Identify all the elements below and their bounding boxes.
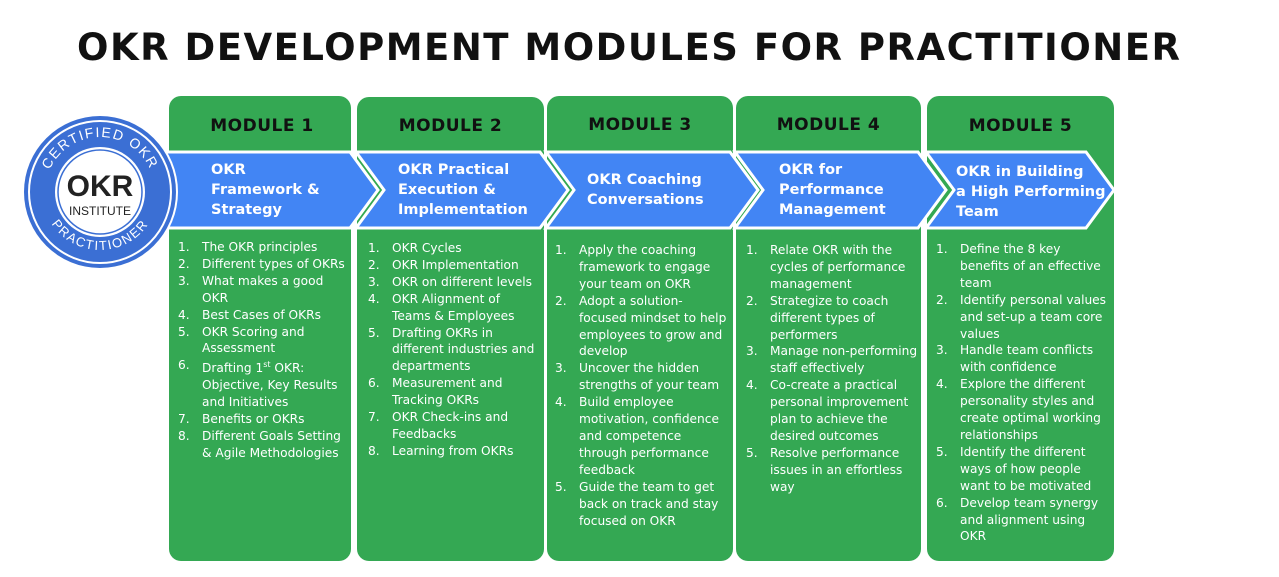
list-item: 3.What makes a good OKR: [178, 273, 324, 305]
module-2-arrow: [353, 150, 570, 230]
list-item: 1.OKR Cycles: [368, 241, 462, 255]
list-item: 4.Explore the different personality styl…: [936, 377, 1101, 442]
module-4-arrow: [732, 150, 948, 230]
list-item: 5.OKR Scoring and Assessment: [178, 324, 305, 356]
module-3-label: MODULE 3: [588, 115, 692, 135]
list-item: 3.Uncover the hidden strengths of your t…: [555, 361, 720, 393]
list-item: 1.Define the 8 key benefits of an effect…: [936, 242, 1101, 290]
badge-center-text: OKR: [67, 170, 134, 203]
list-item: 5.Drafting OKRs in different industries …: [368, 325, 535, 374]
list-item: 7.Benefits or OKRs: [178, 412, 305, 427]
list-item: 2.Different types of OKRs: [178, 256, 345, 271]
list-item: 4.Best Cases of OKRs: [178, 307, 321, 322]
list-item: 4.Co-create a practical personal improve…: [746, 378, 909, 443]
list-item: 4.OKR Alignment of Teams & Employees: [368, 291, 515, 323]
module-3-arrow: [543, 150, 760, 230]
list-item: 1.The OKR principles: [178, 240, 318, 254]
list-item: 5.Guide the team to get back on track an…: [555, 479, 719, 528]
module-5-list: 1.Define the 8 key benefits of an effect…: [936, 241, 1108, 545]
list-item: 2.OKR Implementation: [368, 257, 519, 272]
list-item: 1.Apply the coaching framework to engage…: [555, 243, 711, 291]
list-item: 6.Develop team synergy and alignment usi…: [936, 495, 1099, 544]
list-item: 3.OKR on different levels: [368, 274, 532, 289]
list-item: 2.Identify personal values and set-up a …: [936, 292, 1107, 341]
page-title: OKR DEVELOPMENT MODULES FOR PRACTITIONER: [77, 26, 1182, 69]
module-5-label: MODULE 5: [968, 116, 1073, 136]
list-item: 3.Handle team conflicts with confidence: [936, 343, 1094, 375]
list-item: 1.Relate OKR with the cycles of performa…: [746, 243, 906, 291]
module-3-list: 1.Apply the coaching framework to engage…: [555, 242, 729, 529]
module-4-list: 1.Relate OKR with the cycles of performa…: [746, 242, 918, 496]
module-2-list: 1.OKR Cycles 2.OKR Implementation 3.OKR …: [368, 240, 540, 460]
list-item: 2.Strategize to coach different types of…: [746, 293, 889, 342]
module-1-label: MODULE 1: [210, 116, 314, 136]
module-5-arrow: [923, 150, 1116, 230]
list-item: 3.Manage non-performing staff effectivel…: [746, 344, 918, 376]
okr-practitioner-badge: CERTIFIED OKR PRACTITIONER OKR INSTITUTE: [22, 114, 178, 270]
list-item: 5.Resolve performance issues in an effor…: [746, 445, 903, 494]
list-item: 8.Different Goals Setting & Agile Method…: [178, 429, 341, 460]
module-4-label: MODULE 4: [776, 115, 881, 135]
list-item: 2.Adopt a solution-focused mindset to he…: [555, 293, 727, 359]
list-item: 5.Identify the different ways of how peo…: [936, 444, 1092, 493]
list-item: 4.Build employee motivation, confidence …: [555, 395, 719, 477]
list-item: 6.Drafting 1st OKR: Objective, Key Resul…: [178, 358, 338, 410]
list-item: 8.Learning from OKRs: [368, 443, 514, 458]
badge-sub-text: INSTITUTE: [69, 204, 131, 218]
module-1-list: 1.The OKR principles 2.Different types o…: [178, 239, 350, 462]
module-2-label: MODULE 2: [398, 116, 503, 136]
list-item: 7.OKR Check-ins and Feedbacks: [368, 410, 509, 441]
list-item: 6.Measurement and Tracking OKRs: [368, 376, 503, 408]
